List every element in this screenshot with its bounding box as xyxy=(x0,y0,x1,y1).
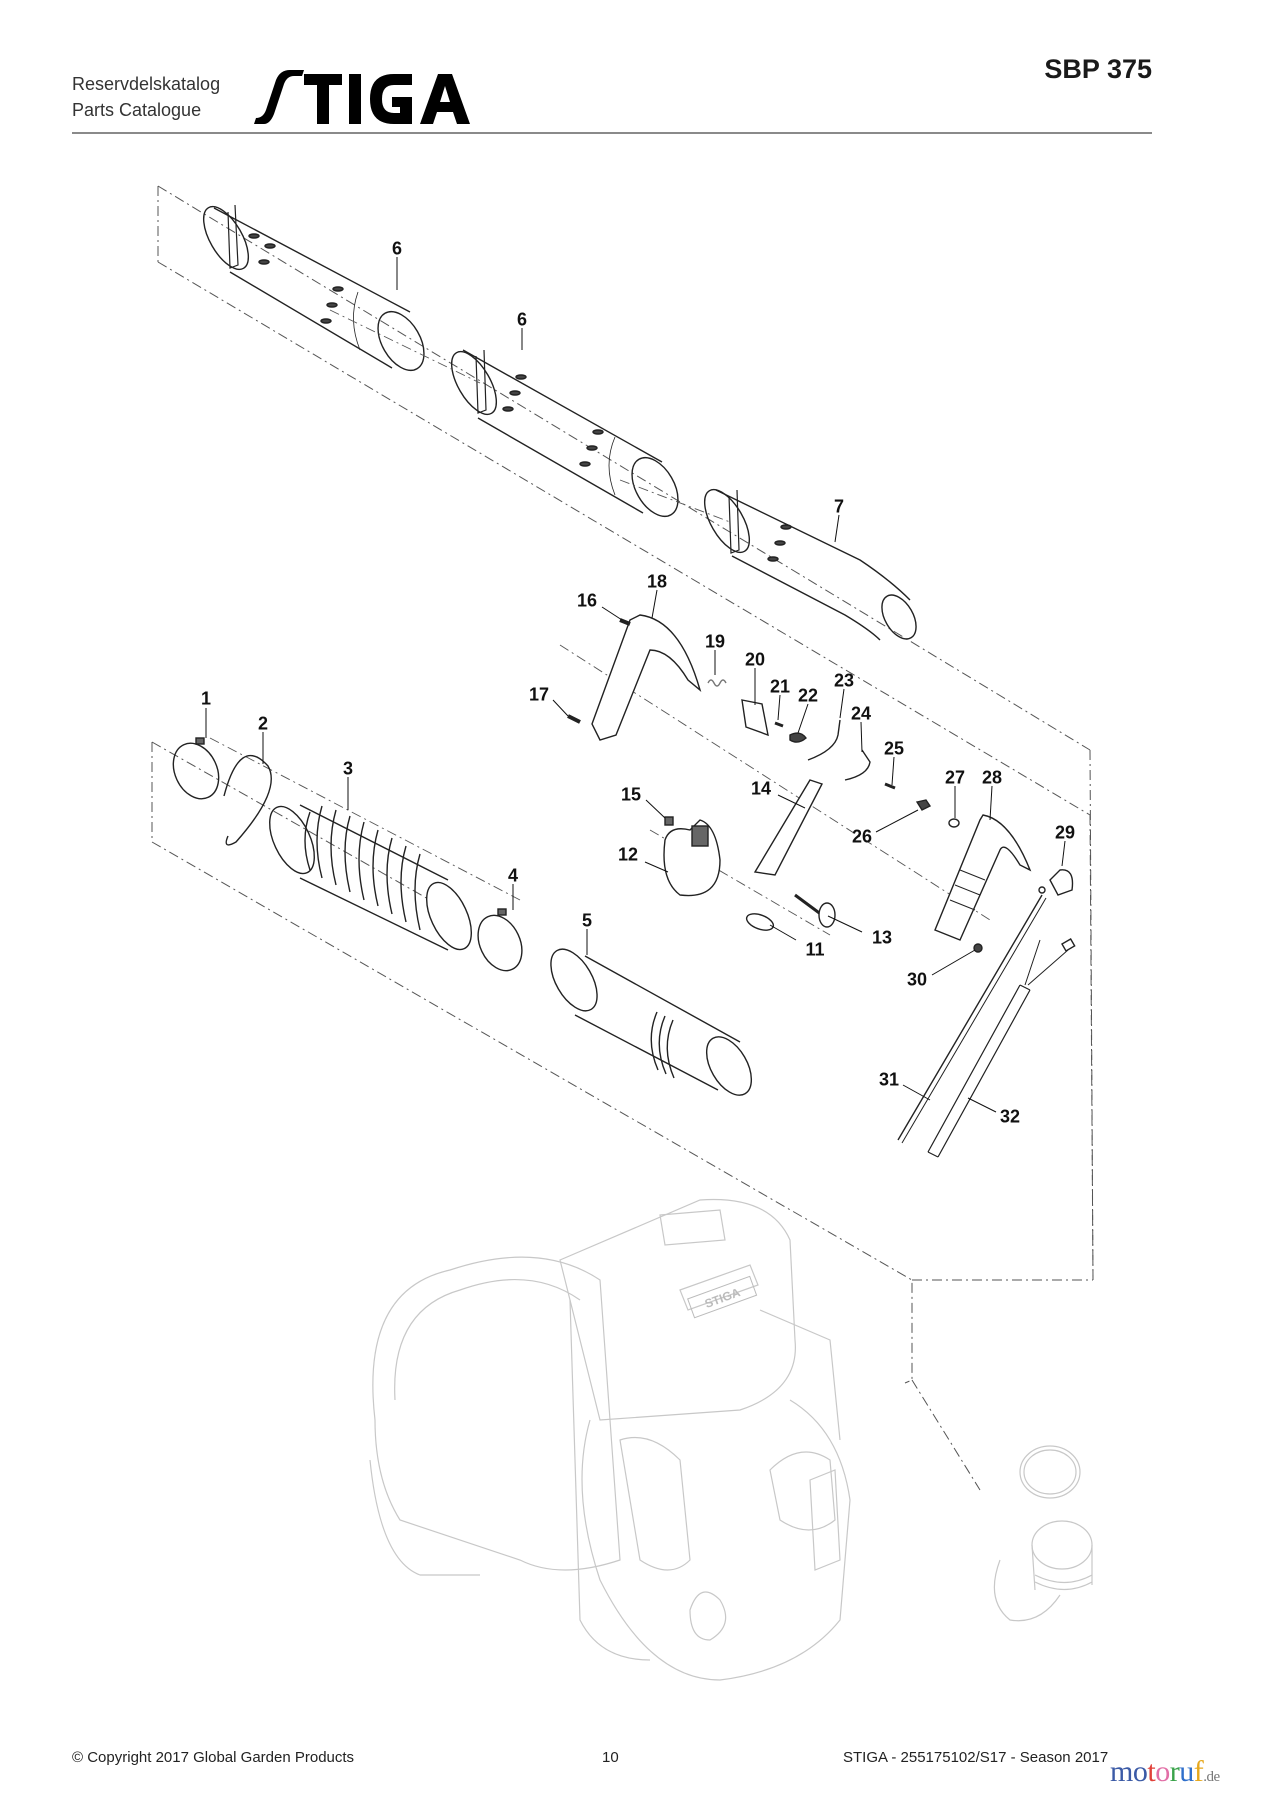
callout-part-23: 23 xyxy=(833,670,855,691)
screw-16 xyxy=(619,618,631,626)
model-number: SBP 375 xyxy=(1044,54,1152,84)
spring-24 xyxy=(844,749,871,781)
callout-part-14: 14 xyxy=(750,778,772,799)
callout-part-1: 1 xyxy=(200,688,212,709)
svg-text:STIGA: STIGA xyxy=(703,1285,743,1311)
tube-adapter-5 xyxy=(550,948,753,1096)
callout-part-15: 15 xyxy=(620,784,642,805)
callout-part-26: 26 xyxy=(851,826,873,847)
throttle-cable-31 xyxy=(897,894,1043,1141)
gasket-11 xyxy=(745,913,775,931)
handle-grip-28 xyxy=(934,814,1032,941)
callout-part-28: 28 xyxy=(981,767,1003,788)
watermark-suffix: .de xyxy=(1203,1769,1220,1785)
flexible-hose-3 xyxy=(268,804,473,951)
callout-part-27: 27 xyxy=(944,767,966,788)
callout-part-16: 16 xyxy=(576,590,598,611)
lever-20 xyxy=(741,699,769,737)
callout-part-17: 17 xyxy=(528,684,550,705)
nut-30 xyxy=(973,943,983,953)
callout-part-24: 24 xyxy=(850,703,872,724)
watermark-letter: t xyxy=(1147,1755,1156,1788)
watermark-letter: f xyxy=(1193,1755,1204,1788)
callout-part-20: 20 xyxy=(744,649,766,670)
callout-part-18: 18 xyxy=(646,571,668,592)
document-reference: STIGA - 255175102/S17 - Season 2017 xyxy=(843,1749,1109,1766)
screw-21 xyxy=(774,721,784,728)
knob-26 xyxy=(915,799,932,811)
callout-part-32: 32 xyxy=(999,1106,1021,1127)
header-divider xyxy=(72,132,1152,134)
blower-nozzle-7 xyxy=(703,488,917,641)
hose-clamp-4 xyxy=(477,914,523,972)
cap-22 xyxy=(789,732,807,743)
callout-part-12: 12 xyxy=(617,844,639,865)
callout-part-25: 25 xyxy=(883,738,905,759)
spring-19 xyxy=(707,679,727,687)
callout-part-30: 30 xyxy=(906,969,928,990)
assembly-frame-upper xyxy=(151,185,1094,1491)
switch-29 xyxy=(1049,869,1074,896)
watermark-letter: o xyxy=(1155,1755,1170,1788)
wire-harness-32 xyxy=(927,984,1031,1158)
callout-part-13: 13 xyxy=(871,927,893,948)
wire-2 xyxy=(223,754,272,846)
spring-23 xyxy=(807,719,841,761)
callout-part-3: 3 xyxy=(342,758,354,779)
page-number: 10 xyxy=(602,1749,619,1766)
callout-part-19: 19 xyxy=(704,631,726,652)
handle-upper-18 xyxy=(591,614,702,741)
callout-part-7: 7 xyxy=(833,496,845,517)
screw-17 xyxy=(567,714,581,724)
machine-brand-plate: STIGA xyxy=(687,1275,758,1319)
catalog-title-english: Parts Catalogue xyxy=(72,100,202,120)
blower-tube-6b xyxy=(450,349,679,517)
callout-part-5: 5 xyxy=(581,910,593,931)
callout-part-31: 31 xyxy=(878,1069,900,1090)
copyright-notice: © Copyright 2017 Global Garden Products xyxy=(72,1749,355,1766)
catalog-title-swedish: Reservdelskatalog xyxy=(72,74,221,94)
throttle-knob-13 xyxy=(794,893,823,917)
washer-27 xyxy=(948,818,960,828)
stiga-logo xyxy=(254,70,470,124)
callout-part-6a: 6 xyxy=(391,238,403,259)
callout-part-22: 22 xyxy=(797,685,819,706)
callout-part-29: 29 xyxy=(1054,822,1076,843)
watermark-letter: o xyxy=(1132,1755,1148,1788)
blower-engine-body-ghost xyxy=(369,1198,1093,1681)
throttle-rod-14 xyxy=(753,779,823,876)
callout-part-11: 11 xyxy=(805,939,825,960)
callout-part-4: 4 xyxy=(507,865,519,886)
callout-part-21: 21 xyxy=(769,676,791,697)
callout-part-2: 2 xyxy=(257,713,269,734)
nut-15 xyxy=(664,816,674,826)
blower-tube-6a xyxy=(202,204,425,371)
watermark-letter: r xyxy=(1169,1755,1180,1788)
screw-25 xyxy=(884,782,896,790)
watermark-letter: u xyxy=(1179,1755,1194,1788)
callout-part-6b: 6 xyxy=(516,309,528,330)
watermark-letter: m xyxy=(1110,1755,1133,1788)
motoruf-watermark: motoruf.de xyxy=(1110,1757,1220,1792)
hose-clamp-1 xyxy=(172,742,220,800)
